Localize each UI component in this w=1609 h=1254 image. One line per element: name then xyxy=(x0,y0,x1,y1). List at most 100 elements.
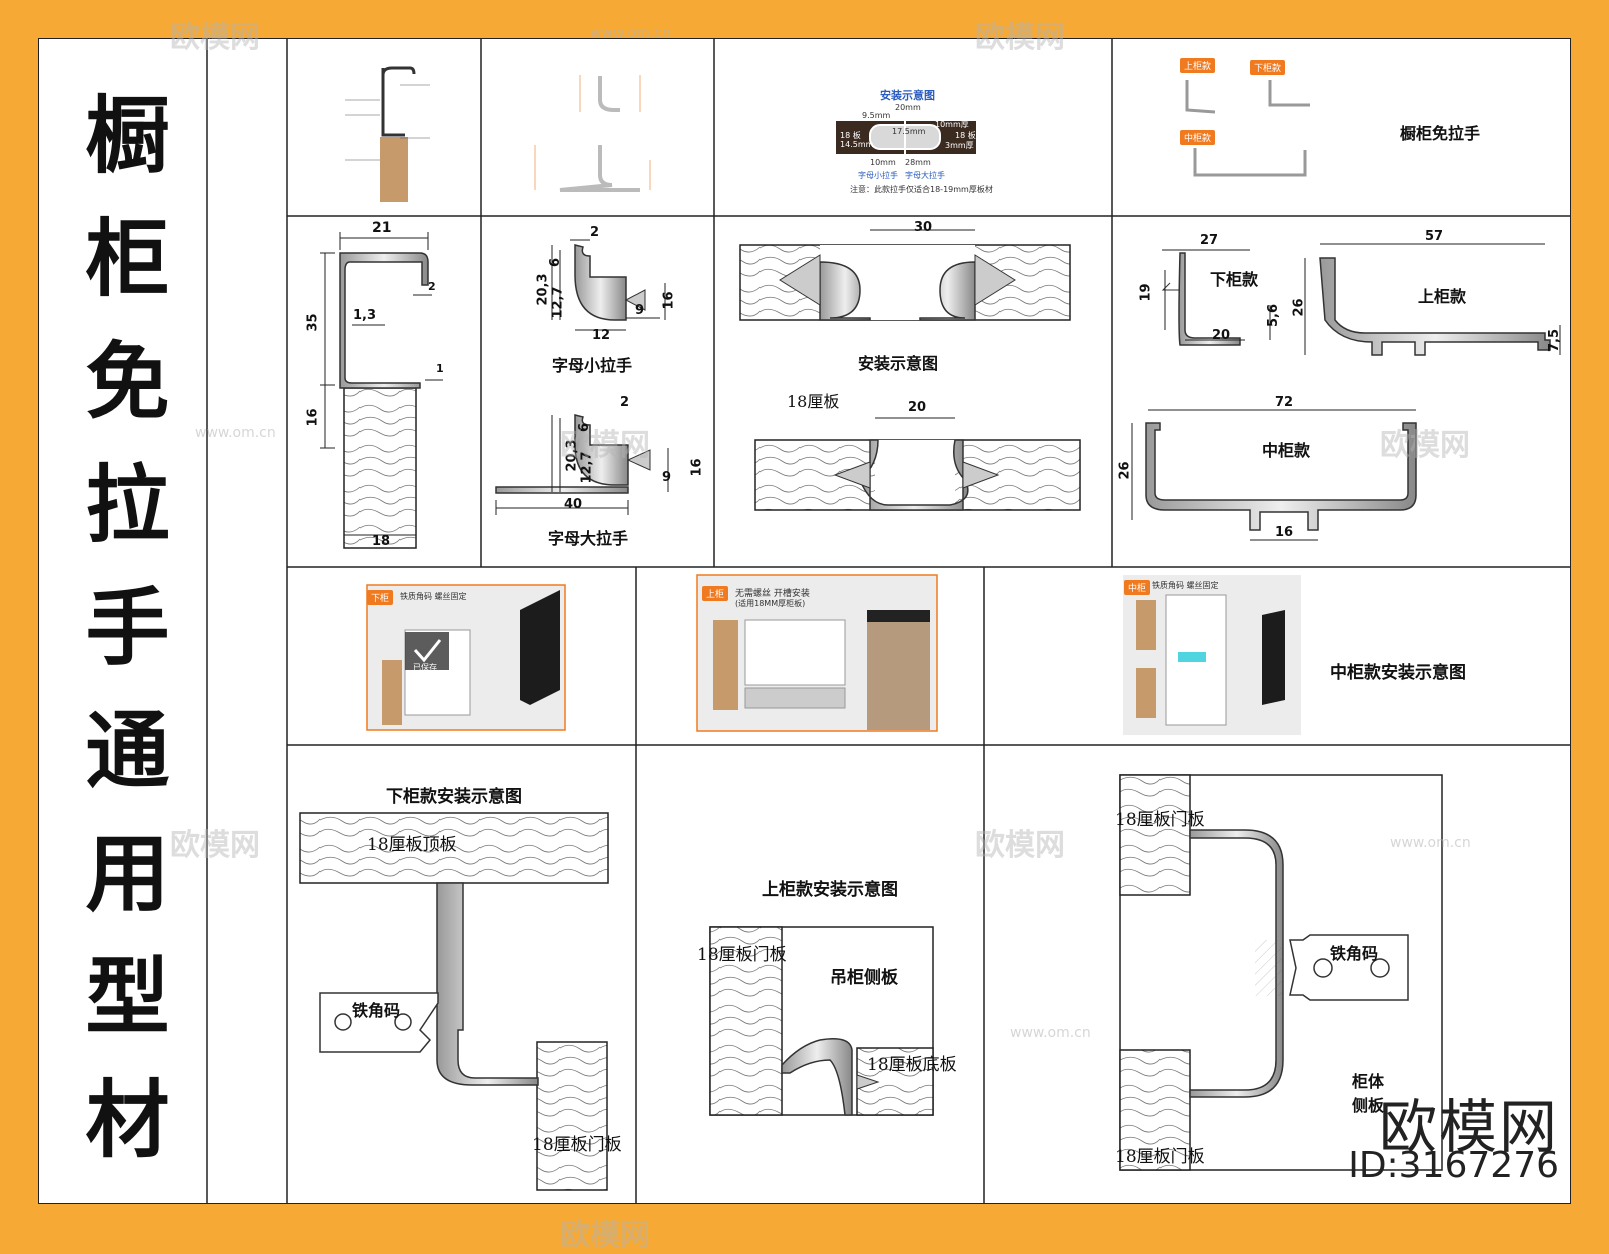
thumb-dim: 10mm厚 xyxy=(935,120,969,129)
thumb-tag: 中柜款 xyxy=(1180,130,1216,145)
profile-middle xyxy=(1131,409,1417,541)
lower-label: 下柜款 xyxy=(1210,270,1259,289)
dim-label: 72 xyxy=(1275,395,1294,410)
profile-letter-large xyxy=(495,414,669,515)
board-18-label: 18厘板 xyxy=(787,392,840,411)
photo-lower xyxy=(366,584,566,731)
dim-label: 30 xyxy=(914,220,933,235)
door-board-label: 18厘板门板 xyxy=(532,1135,622,1155)
top-board-label: 18厘板顶板 xyxy=(367,835,457,855)
watermark-url: www.om.cn xyxy=(1010,1025,1091,1041)
brand-logo: 欧模网 xyxy=(1378,1093,1559,1161)
photo-heading: 铁质角码 螺丝固定 xyxy=(1152,581,1219,590)
side-title-char: 拉 xyxy=(85,456,170,554)
thumb-profiles xyxy=(1185,80,1310,177)
dim-label: 12 xyxy=(592,328,611,343)
dim-label: 20 xyxy=(908,400,927,415)
watermark-url: www.om.cn xyxy=(195,425,276,441)
middle-install-label: 中柜款安装示意图 xyxy=(1330,663,1466,683)
iron-code-label: 铁角码 xyxy=(1330,944,1379,963)
photo-upper xyxy=(696,574,938,732)
thumb-tag: 下柜款 xyxy=(1250,60,1286,75)
watermark-logo: 欧模网 xyxy=(975,20,1065,55)
side-title-char: 免 xyxy=(85,333,170,431)
thumb-dim: 14.5mm xyxy=(840,140,874,149)
cabinet-handle-free-label: 橱柜免拉手 xyxy=(1400,124,1481,143)
dim-label: 16 xyxy=(305,408,321,427)
dim-label: 20,3 xyxy=(535,273,551,306)
dim-label: 1 xyxy=(436,362,444,375)
watermark-logo: 欧模网 xyxy=(1380,428,1470,463)
dim-label: 12,7 xyxy=(550,286,566,319)
watermark-logo: 欧模网 xyxy=(170,828,260,863)
side-title-char: 通 xyxy=(85,702,170,800)
dim-label: 19 xyxy=(1138,283,1154,302)
upper-install-diagram xyxy=(709,926,934,1116)
dim-label: 26 xyxy=(1291,298,1307,317)
dim-label: 6 xyxy=(548,257,564,268)
thumb-letter-handles xyxy=(534,75,651,192)
dim-label: 9 xyxy=(635,303,645,318)
watermark-url: www.om.cn xyxy=(590,25,671,41)
profile-lower xyxy=(1161,249,1271,346)
letter-large-label: 字母大拉手 xyxy=(548,529,629,548)
thumb-dim: 18 板 xyxy=(840,131,861,140)
lower-install-diagram xyxy=(299,812,609,1191)
watermark-logo: 欧模网 xyxy=(560,1218,650,1253)
dim-label: 16 xyxy=(1275,525,1294,540)
thumb-dim: 18 板 xyxy=(955,131,976,140)
side-title-char: 手 xyxy=(85,579,170,677)
side-title-char: 型 xyxy=(85,948,170,1046)
dim-label: 2 xyxy=(428,280,436,293)
side-title-char: 柜 xyxy=(85,210,170,308)
profile-door-edge xyxy=(320,232,443,549)
side-title: 橱 柜 免 拉 手 通 用 型 材 xyxy=(70,75,185,1182)
dim-label: 5,6 xyxy=(1266,303,1282,328)
thumb-install-title: 安装示意图 xyxy=(880,89,935,102)
lower-install-label: 下柜款安装示意图 xyxy=(386,787,522,807)
dim-label: 16 xyxy=(661,291,677,310)
profile-upper xyxy=(1304,243,1561,356)
thumb-dim: 字母大拉手 xyxy=(905,171,945,180)
thumb-dim: 3mm厚 xyxy=(945,141,974,150)
photo-tag: 下柜 xyxy=(367,590,394,605)
hanging-side-label: 吊柜侧板 xyxy=(830,968,898,988)
letter-small-label: 字母小拉手 xyxy=(552,356,633,375)
watermark-logo: 欧模网 xyxy=(975,828,1065,863)
brand-id: ID:3167276 xyxy=(1348,1145,1559,1186)
door-board-label: 18厘板门板 xyxy=(1115,1147,1205,1167)
photo-subheading: (适用18MM厚柜板) xyxy=(735,599,806,608)
upper-label: 上柜款 xyxy=(1418,287,1467,306)
door-board-label: 18厘板门板 xyxy=(1115,810,1205,830)
middle-label: 中柜款 xyxy=(1262,441,1311,460)
bottom-board-label: 18厘板底板 xyxy=(867,1055,957,1075)
dim-label: 35 xyxy=(305,313,321,332)
dim-label: 18 xyxy=(372,534,391,549)
thumb-dim: 9.5mm xyxy=(862,111,891,120)
dim-label: 27 xyxy=(1200,233,1219,248)
thumb-profile-1 xyxy=(345,66,430,202)
grid-lines xyxy=(206,38,1571,1204)
dim-label: 21 xyxy=(372,220,392,236)
dim-label: 2 xyxy=(590,225,600,240)
photo-heading: 铁质角码 螺丝固定 xyxy=(400,592,467,601)
dim-label: 7,5 xyxy=(1547,328,1563,353)
dim-label: 1,3 xyxy=(353,308,377,323)
cabinet-side-label: 柜体侧板 xyxy=(1352,1072,1385,1115)
middle-install-diagram xyxy=(1119,774,1443,1171)
photo-saved-text: 已保存 xyxy=(413,663,437,672)
photo-tag: 上柜 xyxy=(702,586,729,601)
iron-code-label: 铁角码 xyxy=(352,1001,401,1020)
thumb-dim: 10mm xyxy=(870,158,896,167)
install-diagram-bottom xyxy=(754,417,1081,511)
install-diagram-top xyxy=(739,229,1071,321)
install-diagram-label: 安装示意图 xyxy=(858,354,939,373)
upper-install-label: 上柜款安装示意图 xyxy=(762,880,898,900)
dim-label: 2 xyxy=(620,395,630,410)
thumb-tag: 上柜款 xyxy=(1180,58,1216,73)
photo-tag: 中柜 xyxy=(1124,580,1151,595)
watermark-logo: 欧模网 xyxy=(560,428,650,463)
thumb-dim: 20mm xyxy=(895,103,921,112)
dim-label: 16 xyxy=(689,458,705,477)
